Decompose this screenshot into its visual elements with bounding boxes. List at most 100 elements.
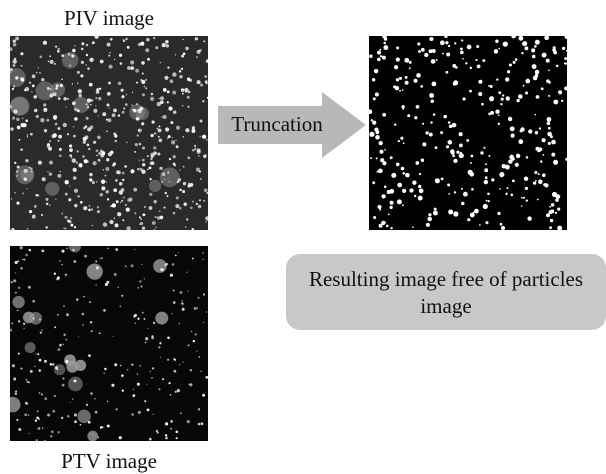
particle bbox=[489, 85, 493, 88]
particle bbox=[94, 410, 98, 414]
particle bbox=[369, 131, 375, 137]
particle bbox=[15, 272, 17, 274]
particle bbox=[150, 161, 155, 165]
particle bbox=[522, 84, 525, 87]
particle bbox=[158, 97, 160, 100]
particle bbox=[57, 127, 61, 130]
particle bbox=[98, 152, 101, 155]
particle bbox=[75, 161, 78, 164]
particle bbox=[374, 92, 379, 97]
particle bbox=[389, 205, 393, 210]
particle bbox=[114, 223, 119, 228]
particle bbox=[80, 47, 84, 51]
particle bbox=[95, 266, 99, 270]
particle bbox=[146, 383, 148, 385]
out-of-focus-blob bbox=[159, 167, 180, 188]
particle bbox=[16, 175, 18, 177]
particle bbox=[30, 170, 33, 173]
particle bbox=[524, 46, 529, 51]
particle bbox=[17, 352, 20, 355]
particle bbox=[23, 258, 26, 261]
particle bbox=[469, 212, 475, 218]
particle bbox=[502, 41, 508, 47]
particle bbox=[61, 212, 64, 215]
particle bbox=[143, 205, 146, 209]
particle bbox=[82, 324, 84, 326]
particle bbox=[422, 122, 425, 125]
particle bbox=[131, 104, 133, 106]
particle bbox=[203, 293, 206, 296]
particle bbox=[40, 118, 45, 123]
particle bbox=[496, 78, 499, 81]
particle bbox=[49, 55, 51, 58]
particle bbox=[96, 154, 98, 157]
particle bbox=[89, 321, 93, 324]
particle bbox=[64, 180, 69, 185]
particle bbox=[98, 96, 102, 101]
particle bbox=[500, 97, 504, 101]
particle bbox=[86, 105, 90, 109]
particle bbox=[20, 123, 25, 128]
particle bbox=[378, 223, 383, 228]
particle bbox=[164, 178, 166, 181]
particle bbox=[96, 210, 100, 214]
particle bbox=[565, 157, 567, 161]
particle bbox=[54, 115, 56, 117]
particle bbox=[383, 41, 386, 45]
particle bbox=[77, 89, 82, 94]
particle bbox=[130, 66, 135, 71]
particle bbox=[448, 209, 454, 215]
particle bbox=[196, 350, 198, 352]
particle bbox=[148, 166, 152, 170]
particle bbox=[89, 301, 91, 304]
particle bbox=[12, 59, 17, 64]
particle bbox=[12, 39, 16, 43]
particle bbox=[72, 176, 77, 180]
out-of-focus-blob bbox=[20, 168, 34, 182]
particle bbox=[73, 188, 79, 193]
particle bbox=[31, 84, 35, 88]
particle bbox=[102, 112, 107, 117]
particle bbox=[16, 201, 20, 205]
particle bbox=[205, 221, 207, 223]
particle bbox=[483, 146, 486, 149]
particle bbox=[10, 328, 13, 332]
particle bbox=[105, 181, 107, 183]
particle bbox=[547, 126, 551, 130]
particle bbox=[113, 108, 117, 113]
particle bbox=[447, 44, 451, 48]
particle bbox=[67, 219, 70, 223]
particle bbox=[101, 186, 106, 191]
particle bbox=[90, 208, 94, 211]
particle bbox=[36, 416, 40, 420]
particle bbox=[160, 268, 164, 272]
particle bbox=[15, 76, 19, 80]
particle bbox=[56, 276, 60, 280]
particle bbox=[196, 56, 198, 58]
particle bbox=[152, 413, 154, 416]
particle bbox=[43, 129, 48, 133]
particle bbox=[63, 97, 67, 101]
particle bbox=[88, 354, 91, 357]
particle bbox=[385, 224, 389, 228]
particle bbox=[379, 208, 382, 211]
particle bbox=[154, 216, 157, 219]
particle bbox=[17, 260, 20, 263]
particle bbox=[445, 145, 450, 149]
particle bbox=[20, 52, 24, 56]
particle bbox=[490, 111, 494, 115]
particle bbox=[166, 195, 169, 198]
particle bbox=[551, 152, 556, 157]
particle bbox=[12, 64, 16, 67]
particle bbox=[124, 165, 127, 168]
particle bbox=[25, 159, 29, 163]
particle bbox=[402, 171, 406, 175]
particle bbox=[168, 106, 173, 111]
out-of-focus-blob bbox=[61, 52, 79, 69]
particle bbox=[434, 178, 440, 184]
particle bbox=[191, 257, 194, 260]
particle bbox=[161, 378, 165, 381]
particle bbox=[20, 64, 23, 67]
particle bbox=[85, 64, 87, 66]
particle bbox=[120, 192, 123, 195]
